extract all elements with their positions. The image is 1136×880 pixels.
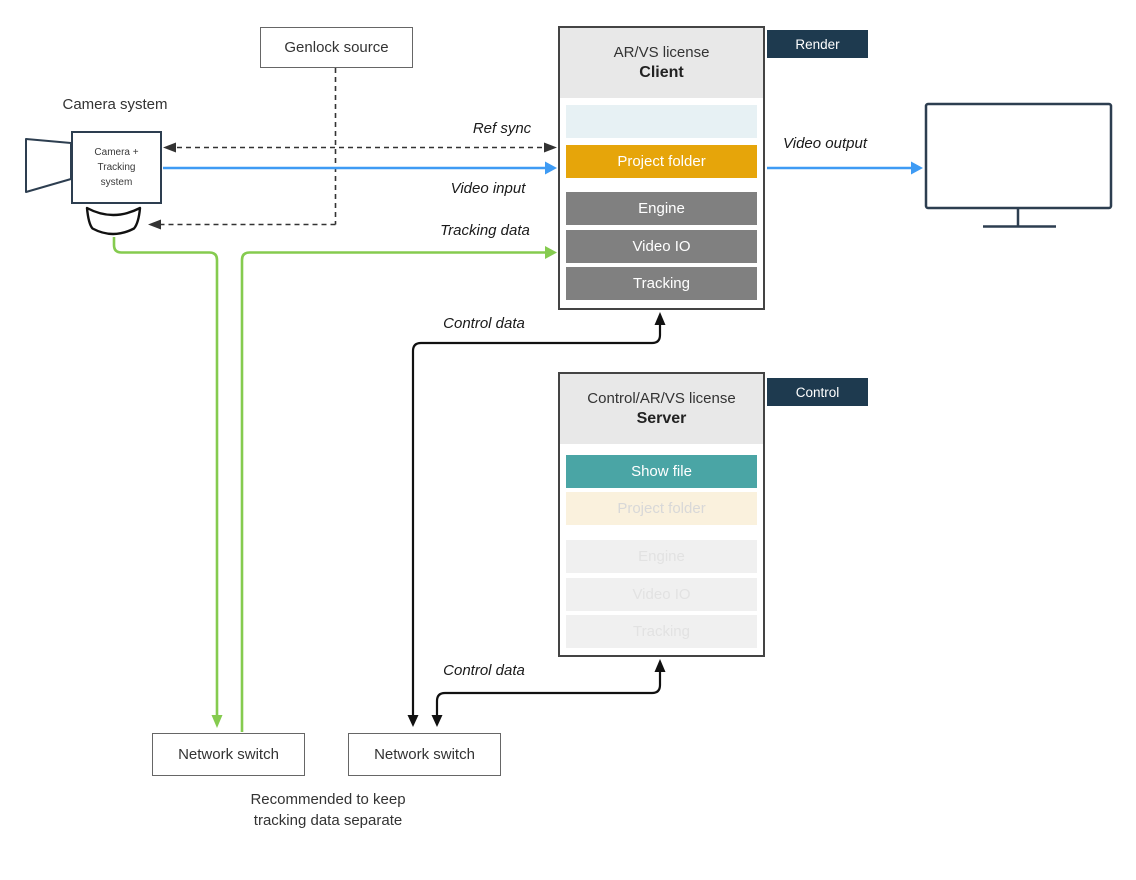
camera-box-line1: Camera + xyxy=(94,147,139,158)
client-subtitle: Client xyxy=(639,64,684,81)
recommendation-note: Recommended to keep tracking data separa… xyxy=(203,789,453,831)
client-title: AR/VS license xyxy=(613,44,710,61)
video-input-line xyxy=(163,161,557,175)
tracking-camera-to-switch-line xyxy=(112,237,223,728)
monitor-icon xyxy=(924,102,1113,228)
server-subtitle: Server xyxy=(636,410,687,427)
server-header: Control/AR/VS license Server xyxy=(560,374,763,444)
ref-sync-label: Ref sync xyxy=(472,120,532,137)
genlock-source-box: Genlock source xyxy=(260,27,413,68)
client-box: AR/VS license Client Project folder Engi… xyxy=(558,26,765,310)
control-data-upper-label: Control data xyxy=(443,315,525,332)
note-line2: tracking data separate xyxy=(253,812,403,829)
note-line1: Recommended to keep xyxy=(250,791,406,808)
control-data-lower-label: Control data xyxy=(443,662,525,679)
video-output-label: Video output xyxy=(783,135,867,152)
camera-lens-icon xyxy=(25,138,72,193)
network-switch-tracking-label: Network switch xyxy=(178,746,279,763)
camera-box-line3: system xyxy=(100,177,133,188)
server-band-engine: Engine xyxy=(566,540,757,573)
video-input-label: Video input xyxy=(450,180,526,197)
network-switch-control-label: Network switch xyxy=(374,746,475,763)
server-band-video-io: Video IO xyxy=(566,578,757,611)
server-band-project-folder: Project folder xyxy=(566,492,757,525)
control-tag: Control xyxy=(767,378,868,406)
camera-tracking-box: Camera + Tracking system xyxy=(71,131,162,204)
tracking-switch-to-client-line xyxy=(240,246,557,732)
control-server-switch-line xyxy=(431,659,666,727)
client-header: AR/VS license Client xyxy=(560,28,763,98)
genlock-source-label: Genlock source xyxy=(284,39,389,56)
tracking-data-label: Tracking data xyxy=(440,222,530,239)
network-switch-tracking-box: Network switch xyxy=(152,733,305,776)
client-band-video-io: Video IO xyxy=(566,230,757,263)
server-title: Control/AR/VS license xyxy=(587,390,736,407)
client-band-tracking: Tracking xyxy=(566,267,757,300)
server-band-show-file: Show file xyxy=(566,455,757,488)
client-band-project-folder: Project folder xyxy=(566,145,757,178)
genlock-sync-line xyxy=(148,68,337,230)
client-band-showfile-placeholder xyxy=(566,105,757,138)
server-box: Control/AR/VS license Server Show file P… xyxy=(558,372,765,657)
network-switch-control-box: Network switch xyxy=(348,733,501,776)
ref-sync-line xyxy=(163,142,557,153)
render-tag: Render xyxy=(767,30,868,58)
video-output-line xyxy=(767,161,923,175)
control-client-switch-line xyxy=(407,312,666,727)
camera-system-title: Camera system xyxy=(62,96,168,113)
client-band-engine: Engine xyxy=(566,192,757,225)
camera-mount-icon xyxy=(85,206,142,236)
server-band-tracking: Tracking xyxy=(566,615,757,648)
camera-box-line2: Tracking xyxy=(97,162,136,173)
